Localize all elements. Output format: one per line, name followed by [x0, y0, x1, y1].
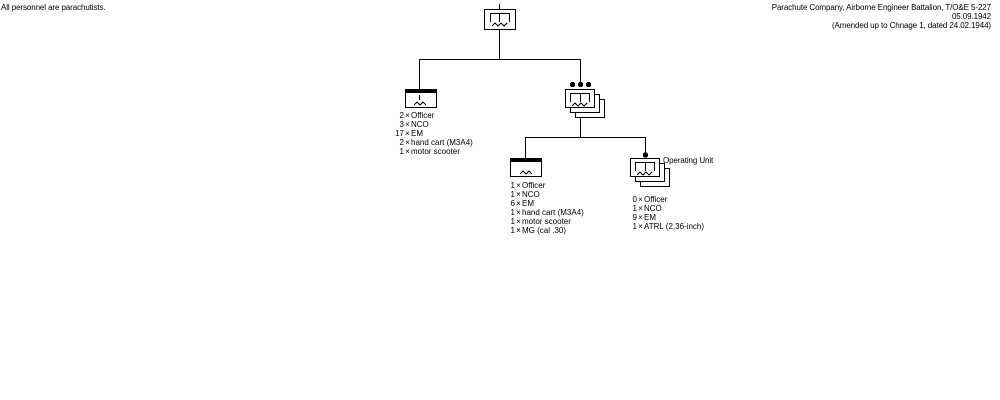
roster-count: 1 — [632, 222, 637, 231]
roster-count: 1 — [399, 147, 404, 156]
multiplier-sign: × — [405, 138, 410, 147]
roster-item: EM — [644, 213, 656, 222]
roster-count: 9 — [632, 213, 637, 222]
roster-count: 2 — [399, 138, 404, 147]
roster-count: 1 — [510, 217, 515, 226]
multiplier-sign: × — [405, 111, 410, 120]
roster-count: 1 — [632, 204, 637, 213]
roster-row: 1×motor scooter — [507, 217, 584, 226]
roster-row: 1×NCO — [629, 204, 704, 213]
chart-title: Parachute Company, Airborne Engineer Bat… — [771, 3, 991, 12]
multiplier-sign: × — [405, 120, 410, 129]
multiplier-sign: × — [638, 204, 643, 213]
operating-unit-size-dot — [642, 152, 649, 158]
roster-count: 1 — [510, 208, 515, 217]
roster-row: 17×EM — [393, 129, 473, 138]
roster-row: 6×EM — [507, 199, 584, 208]
roster-item: Officer — [644, 195, 668, 204]
platoon-symbol — [565, 89, 605, 118]
roster-row: 2×hand cart (M3A4) — [393, 138, 473, 147]
roster-row: 9×EM — [629, 213, 704, 222]
roster-row: 3×NCO — [393, 120, 473, 129]
multiplier-sign: × — [405, 147, 410, 156]
roster-row: 1×MG (cal .30) — [507, 226, 584, 235]
multiplier-sign: × — [516, 217, 521, 226]
chart-note: All personnel are parachutists. — [1, 3, 106, 12]
multiplier-sign: × — [516, 226, 521, 235]
chart-amendment: (Amended up to Chnage 1, dated 24.02.194… — [831, 21, 991, 30]
roster-count: 1 — [510, 181, 515, 190]
roster-item: Officer — [411, 111, 435, 120]
roster-row: 1×hand cart (M3A4) — [507, 208, 584, 217]
company-hq-symbol — [405, 89, 437, 108]
platoon-size-dots — [569, 81, 592, 88]
roster-count: 17 — [395, 129, 404, 138]
chart-header: Parachute Company, Airborne Engineer Bat… — [772, 3, 991, 30]
roster-item: ATRL (2.36-inch) — [644, 222, 705, 231]
multiplier-sign: × — [638, 213, 643, 222]
roster-count: 1 — [510, 226, 515, 235]
multiplier-sign: × — [405, 129, 410, 138]
roster-count: 6 — [510, 199, 515, 208]
roster-item: EM — [522, 199, 534, 208]
roster-row: 1×ATRL (2.36-inch) — [629, 222, 704, 231]
roster-row: 1×Officer — [507, 181, 584, 190]
roster-item: NCO — [644, 204, 662, 213]
multiplier-sign: × — [516, 190, 521, 199]
multiplier-sign: × — [638, 195, 643, 204]
operating-unit-symbol — [630, 158, 670, 187]
roster-row: 2×Officer — [393, 111, 473, 120]
roster-item: Officer — [522, 181, 546, 190]
platoon-hq-symbol — [510, 158, 542, 177]
roster-item: NCO — [411, 120, 429, 129]
roster-row: 0×Officer — [629, 195, 704, 204]
roster-row: 1×NCO — [507, 190, 584, 199]
roster-item: hand cart (M3A4) — [411, 138, 473, 147]
roster-row: 1×motor scooter — [393, 147, 473, 156]
roster-item: hand cart (M3A4) — [522, 208, 584, 217]
roster-item: motor scooter — [522, 217, 571, 226]
connector-lines — [419, 30, 646, 158]
multiplier-sign: × — [638, 222, 643, 231]
operating-unit-label: Operating Unit — [663, 156, 714, 165]
roster-count: 0 — [632, 195, 637, 204]
chart-date: 05.09.1942 — [951, 12, 991, 21]
roster-count: 2 — [399, 111, 404, 120]
multiplier-sign: × — [516, 199, 521, 208]
roster-item: EM — [411, 129, 423, 138]
roster-count: 3 — [399, 120, 404, 129]
roster-item: motor scooter — [411, 147, 460, 156]
multiplier-sign: × — [516, 208, 521, 217]
roster-count: 1 — [510, 190, 515, 199]
multiplier-sign: × — [516, 181, 521, 190]
company-symbol — [484, 4, 516, 30]
roster-item: NCO — [522, 190, 540, 199]
roster-item: MG (cal .30) — [522, 226, 567, 235]
